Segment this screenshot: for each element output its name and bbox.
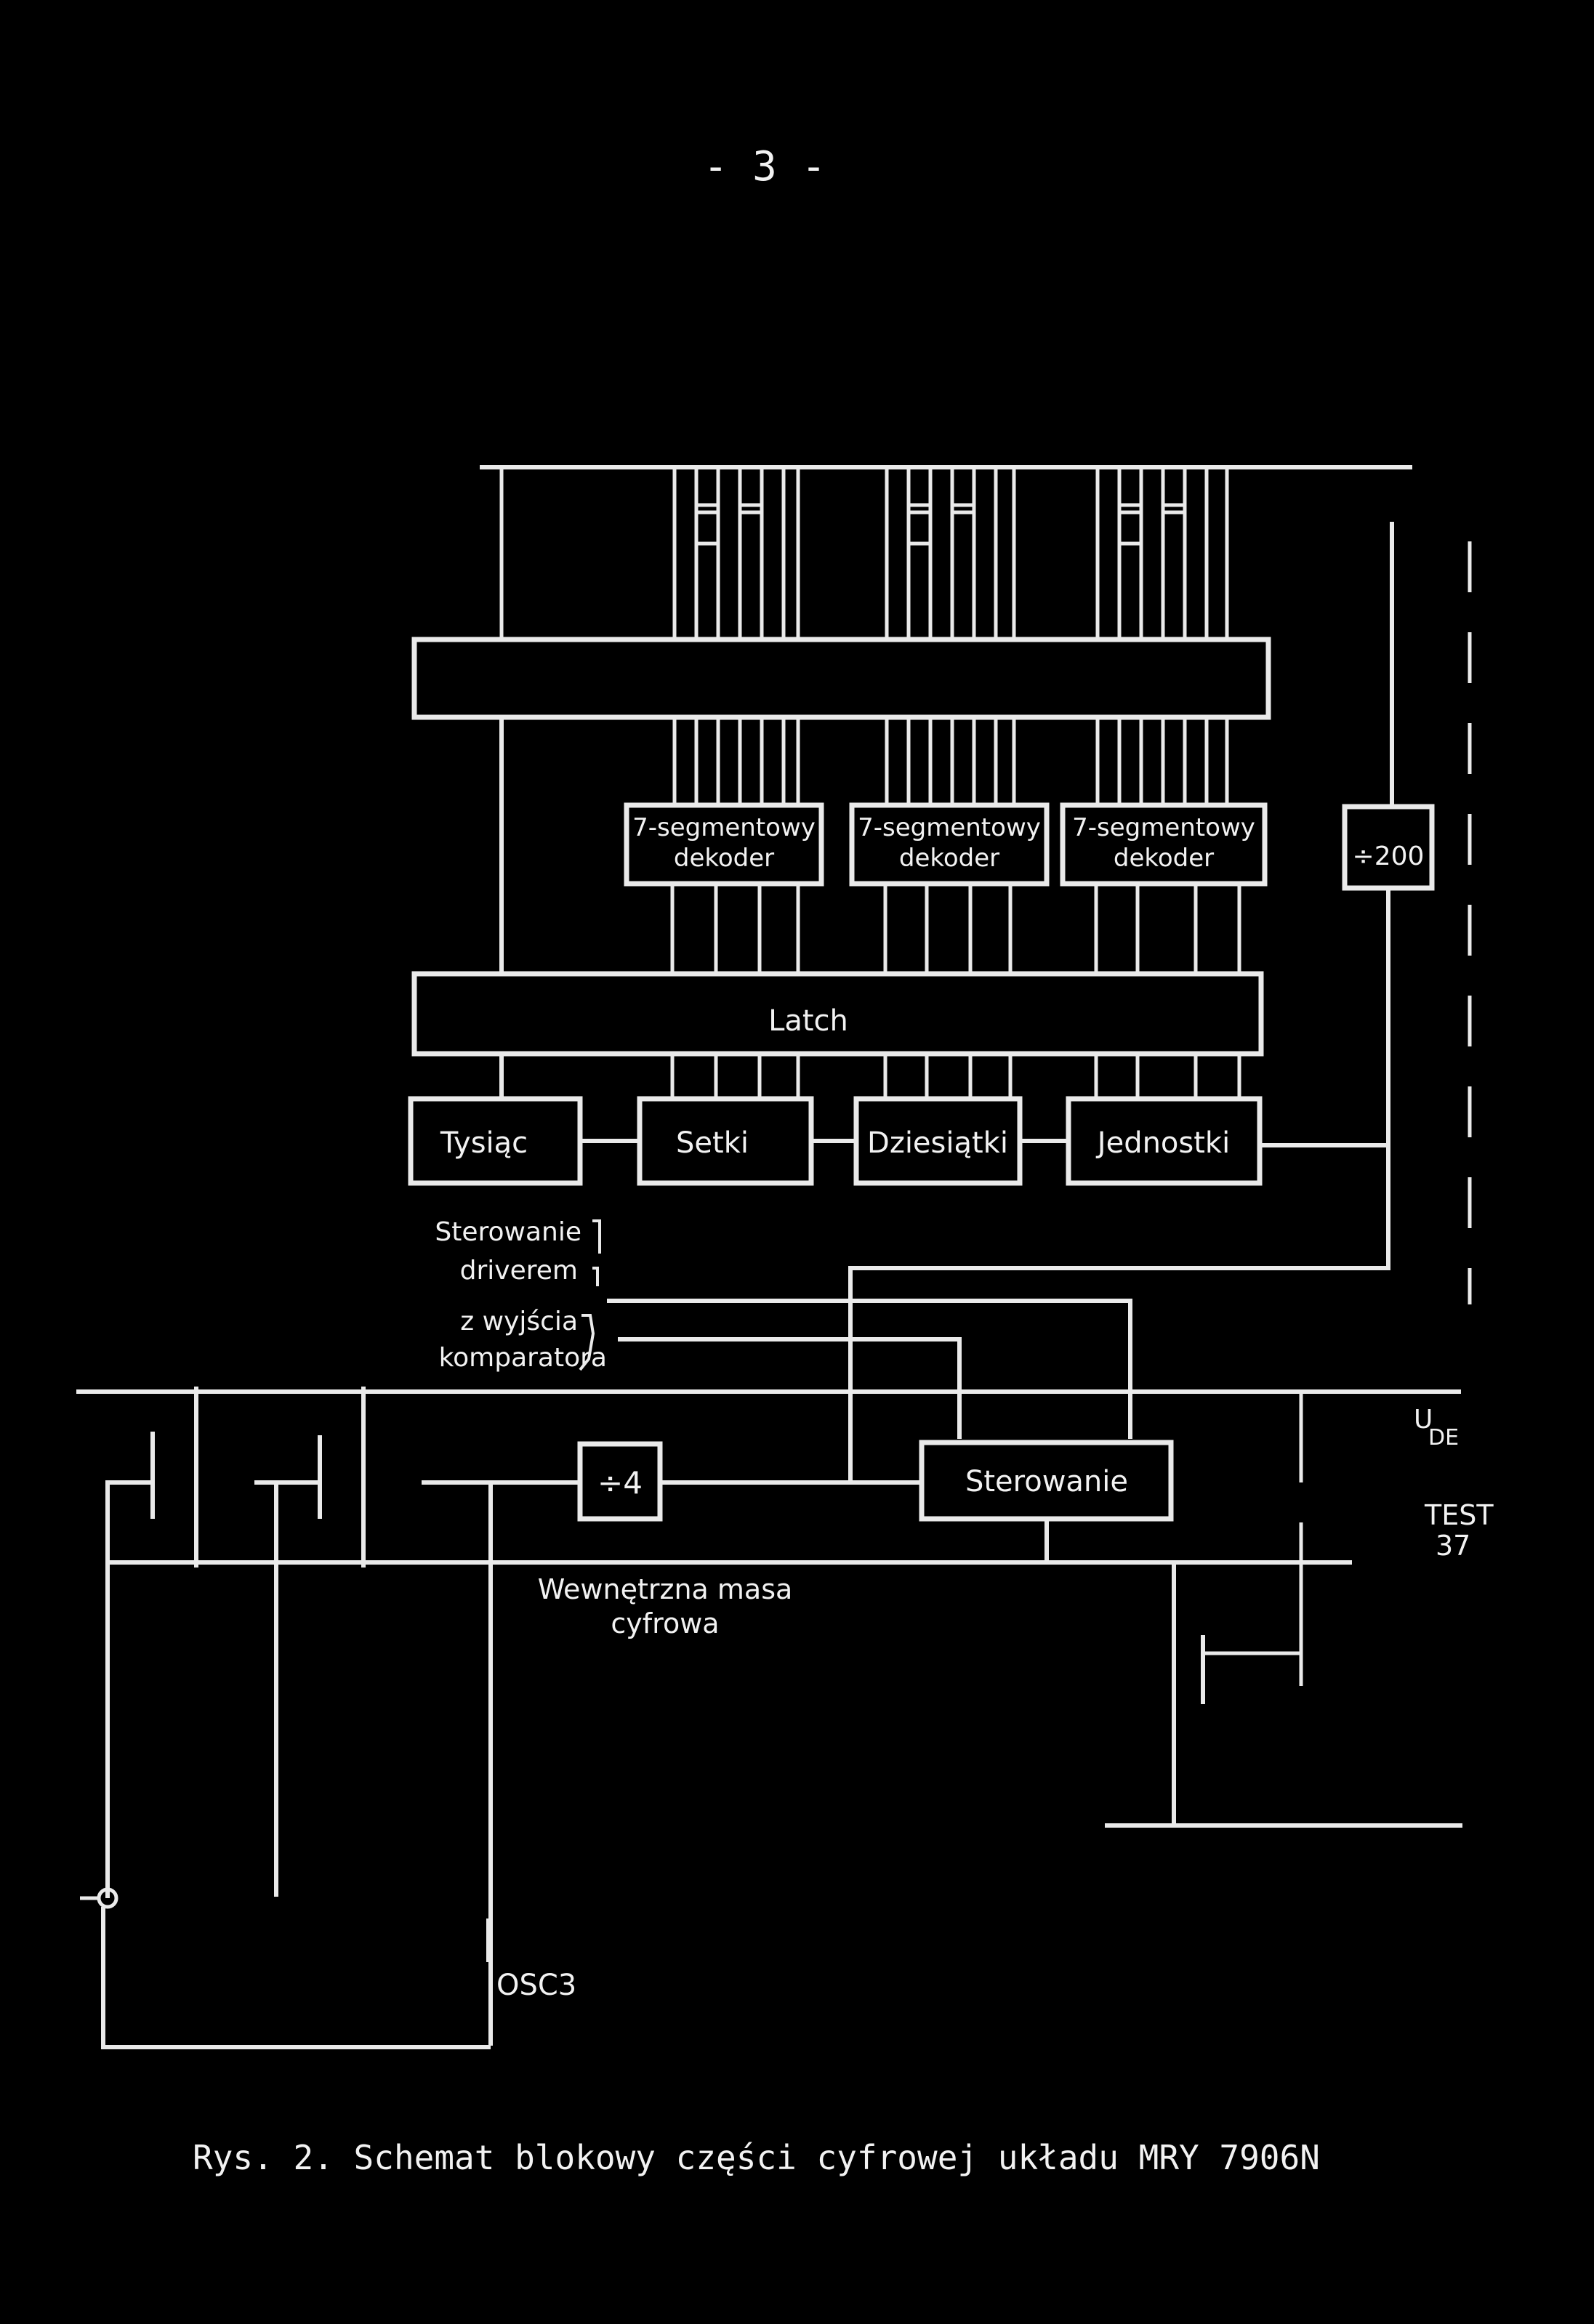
decoder-block-3: 7-segmentowy dekoder [1060, 802, 1268, 887]
test-label: TEST [1424, 1499, 1494, 1531]
svg-text:Tysiąc: Tysiąc [440, 1126, 528, 1160]
test-pin-label: 37 [1436, 1530, 1470, 1562]
oscillator-components [80, 1432, 581, 2049]
svg-text:z wyjścia: z wyjścia [460, 1307, 578, 1336]
page-number: - 3 - [704, 143, 826, 190]
svg-text:dekoder: dekoder [674, 844, 774, 873]
svg-text:÷4: ÷4 [597, 1465, 643, 1501]
control-wiring [607, 1145, 1390, 1482]
display-band [411, 637, 1271, 720]
divider-200-block: ÷200 [1342, 522, 1435, 1147]
svg-text:÷200: ÷200 [1353, 842, 1425, 871]
svg-text:Sterowanie: Sterowanie [965, 1465, 1128, 1498]
svg-text:7-segmentowy: 7-segmentowy [1072, 813, 1255, 842]
driver-control-label: Sterowanie driverem z wyjścia komparator… [435, 1217, 607, 1373]
svg-text:7-segmentowy: 7-segmentowy [858, 813, 1041, 842]
counter-tens: Dziesiątki [853, 1096, 1023, 1186]
band-decoder-lines [672, 717, 1229, 805]
svg-text:Latch: Latch [768, 1004, 848, 1038]
svg-text:DE: DE [1428, 1425, 1459, 1451]
display-bus [480, 465, 1412, 639]
divider-4-block: ÷4 [577, 1441, 922, 1522]
internal-ground-label: Wewnętrzna masa cyfrowa [538, 1573, 793, 1639]
counter-chain [581, 1139, 1388, 1147]
decoder-block-1: 7-segmentowy dekoder [624, 802, 824, 887]
supply-rails [76, 1387, 1461, 1686]
svg-text:cyfrowa: cyfrowa [611, 1607, 719, 1639]
svg-text:Wewnętrzna masa: Wewnętrzna masa [538, 1573, 793, 1605]
svg-text:Sterowanie: Sterowanie [435, 1217, 581, 1247]
svg-text:dekoder: dekoder [1114, 844, 1214, 873]
counter-hundreds: Setki [637, 1096, 814, 1186]
svg-text:Dziesiątki: Dziesiątki [867, 1126, 1008, 1160]
counter-units: Jednostki [1066, 1096, 1263, 1186]
svg-text:komparatora: komparatora [439, 1343, 607, 1373]
osc-label: OSC3 [496, 1969, 576, 2002]
control-block: Sterowanie [919, 1440, 1174, 1562]
svg-text:Jednostki: Jednostki [1095, 1126, 1230, 1160]
svg-text:7-segmentowy: 7-segmentowy [632, 813, 816, 842]
decoder-block-2: 7-segmentowy dekoder [849, 802, 1050, 887]
decoder-latch-lines [670, 884, 1241, 974]
svg-text:U: U [1414, 1405, 1433, 1435]
latch-block: Latch [411, 971, 1264, 1057]
test-switch [1105, 541, 1472, 1828]
counter-thousands: Tysiąc [408, 1096, 583, 1186]
svg-text:driverem: driverem [460, 1256, 578, 1286]
latch-counter-lines [499, 1054, 1241, 1099]
svg-text:Setki: Setki [676, 1126, 749, 1160]
svg-text:dekoder: dekoder [899, 844, 999, 873]
udd-label: U DE [1414, 1405, 1459, 1451]
figure-caption: Rys. 2. Schemat blokowy części cyfrowej … [193, 2138, 1320, 2177]
